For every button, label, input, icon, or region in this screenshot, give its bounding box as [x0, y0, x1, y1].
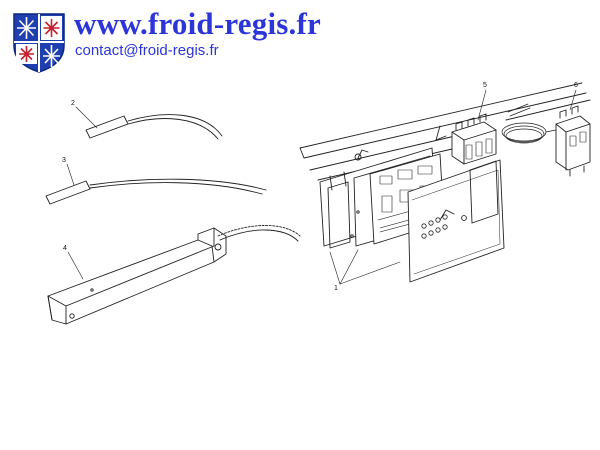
contactor-part-5: [451, 89, 497, 165]
bracket-part-4: [47, 225, 301, 325]
part-label-6: 6: [574, 82, 578, 89]
part-label-1: 1: [334, 285, 338, 292]
site-header: www.froid-regis.fr contact@froid-regis.f…: [0, 0, 600, 80]
coiled-capillary: [501, 103, 557, 144]
part-label-5: 5: [483, 82, 487, 89]
site-url[interactable]: www.froid-regis.fr: [74, 6, 321, 41]
breaker-part-6: [555, 89, 591, 177]
snowflake-shield-icon: [13, 13, 65, 73]
probe-part-2: [75, 106, 223, 140]
part-labels: 1 2 3 4 5 6: [62, 82, 578, 292]
front-panel-part-1: [407, 125, 505, 283]
contact-email[interactable]: contact@froid-regis.fr: [75, 42, 219, 59]
probe-part-3: [45, 163, 267, 205]
part-label-3: 3: [62, 157, 66, 164]
part-label-2: 2: [71, 100, 75, 107]
part-label-4: 4: [63, 245, 67, 252]
wall-rails: [299, 82, 591, 181]
leader-lines-part-1: [329, 249, 401, 285]
